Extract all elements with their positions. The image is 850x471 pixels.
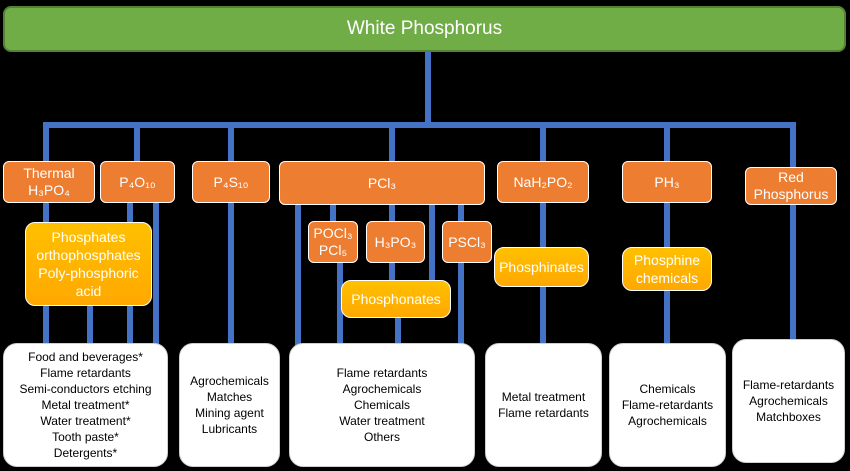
node-red-phosphorus: Red Phosphorus bbox=[745, 167, 837, 205]
node-p4o10: P₄O₁₀ bbox=[100, 161, 175, 203]
node-label: Phosphinates bbox=[499, 259, 584, 275]
node-h3po3: H₃PO₃ bbox=[366, 221, 425, 263]
root-node-white-phosphorus: White Phosphorus bbox=[3, 6, 846, 52]
uses-list: Flame-retardants Agrochemicals Matchboxe… bbox=[742, 378, 835, 424]
node-label: NaH₂PO₂ bbox=[513, 173, 573, 190]
node-phosphates: Phosphates orthophosphates Poly-phosphor… bbox=[25, 222, 152, 306]
node-ph3: PH₃ bbox=[622, 161, 712, 203]
uses-list: Food and beverages* Flame retardants Sem… bbox=[19, 350, 152, 460]
node-nah2po2: NaH₂PO₂ bbox=[497, 161, 589, 203]
node-pocl3-pcl5: POCl₃ PCl₅ bbox=[308, 221, 358, 263]
uses-phosphates: Food and beverages* Flame retardants Sem… bbox=[3, 343, 168, 467]
node-label: P₄S₁₀ bbox=[213, 173, 249, 190]
uses-phosphinates: Metal treatment Flame retardants bbox=[485, 343, 602, 467]
uses-list: Flame retardants Agrochemicals Chemicals… bbox=[336, 366, 428, 444]
node-pscl3: PSCl₃ bbox=[442, 221, 492, 263]
uses-list: Metal treatment Flame retardants bbox=[498, 390, 589, 420]
node-label: PH₃ bbox=[654, 173, 680, 190]
node-pcl3: PCl₃ bbox=[279, 161, 485, 205]
uses-list: Agrochemicals Matches Mining agent Lubri… bbox=[190, 374, 269, 436]
uses-red-phosphorus: Flame-retardants Agrochemicals Matchboxe… bbox=[732, 339, 845, 463]
uses-phosphine: Chemicals Flame-retardants Agrochemicals bbox=[609, 343, 726, 467]
node-label: Phosphine chemicals bbox=[633, 252, 701, 286]
node-label: Red Phosphorus bbox=[753, 169, 829, 202]
uses-list: Chemicals Flame-retardants Agrochemicals bbox=[621, 382, 714, 428]
node-label: Phosphonates bbox=[351, 291, 441, 307]
node-phosphine-chemicals: Phosphine chemicals bbox=[622, 247, 712, 291]
root-label: White Phosphorus bbox=[346, 18, 503, 39]
node-label: Phosphates orthophosphates Poly-phosphor… bbox=[36, 229, 141, 299]
node-phosphinates: Phosphinates bbox=[494, 247, 589, 287]
node-label: Thermal H₃PO₄ bbox=[23, 165, 75, 198]
node-label: H₃PO₃ bbox=[374, 233, 417, 250]
node-label: POCl₃ PCl₅ bbox=[313, 225, 353, 258]
node-thermal-h3po4: Thermal H₃PO₄ bbox=[3, 161, 95, 203]
node-p4s10: P₄S₁₀ bbox=[192, 161, 270, 203]
node-phosphonates: Phosphonates bbox=[341, 280, 451, 318]
node-label: PSCl₃ bbox=[448, 233, 486, 250]
uses-pcl3: Flame retardants Agrochemicals Chemicals… bbox=[289, 343, 475, 467]
node-label: PCl₃ bbox=[367, 174, 397, 191]
node-label: P₄O₁₀ bbox=[119, 173, 156, 190]
uses-p4s10: Agrochemicals Matches Mining agent Lubri… bbox=[179, 343, 280, 467]
